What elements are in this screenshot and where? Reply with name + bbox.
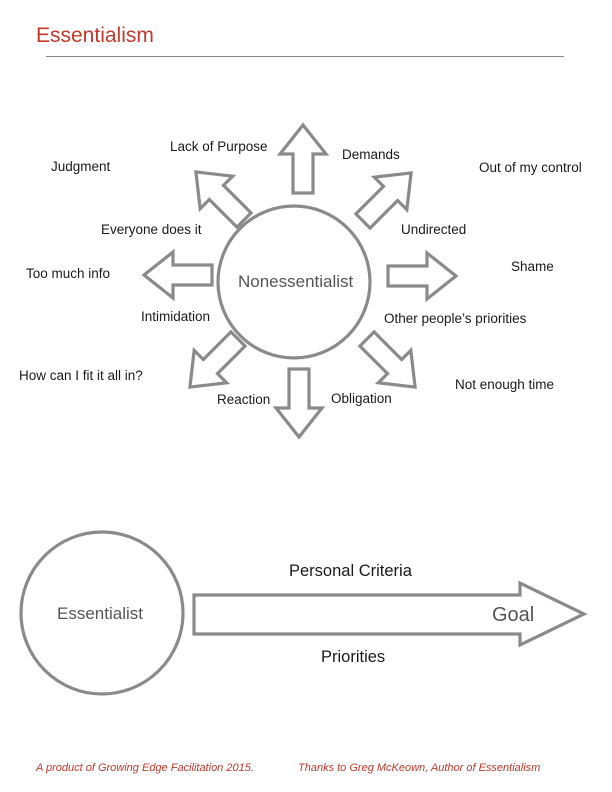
arrow-down — [274, 367, 324, 439]
label-reaction: Reaction — [217, 392, 271, 407]
label-everyone-does-it: Everyone does it — [101, 222, 202, 237]
label-not-enough-time: Not enough time — [455, 377, 555, 392]
footer-credit-right: Thanks to Greg McKeown, Author of Essent… — [298, 762, 541, 774]
title-divider — [46, 56, 564, 57]
label-too-much-info: Too much info — [26, 266, 111, 281]
label-personal-criteria: Personal Criteria — [289, 562, 412, 580]
arrow-left — [142, 250, 214, 300]
arrow-right — [386, 251, 458, 301]
page-title: Essentialism — [36, 24, 154, 47]
footer-credit-left: A product of Growing Edge Facilitation 2… — [36, 762, 254, 774]
label-out-of-my-control: Out of my control — [479, 160, 582, 175]
label-obligation: Obligation — [331, 391, 392, 406]
essentialist-circle — [19, 530, 185, 696]
nonessentialist-label: Nonessentialist — [238, 272, 354, 291]
label-judgment: Judgment — [51, 159, 111, 174]
arrow-up — [278, 123, 328, 195]
label-shame: Shame — [511, 259, 554, 274]
label-how-can-i-fit-it-all-in: How can I fit it all in? — [19, 368, 143, 383]
label-other-peoples-priorities: Other people’s priorities — [384, 311, 527, 326]
label-goal: Goal — [492, 604, 535, 626]
nonessentialist-circle — [216, 204, 372, 360]
label-demands: Demands — [342, 147, 400, 162]
label-lack-of-purpose: Lack of Purpose — [170, 139, 268, 154]
goal-arrow — [192, 580, 588, 648]
essentialist-label: Essentialist — [57, 604, 143, 623]
label-intimidation: Intimidation — [141, 309, 211, 324]
label-undirected: Undirected — [401, 222, 467, 237]
label-priorities: Priorities — [321, 648, 386, 666]
